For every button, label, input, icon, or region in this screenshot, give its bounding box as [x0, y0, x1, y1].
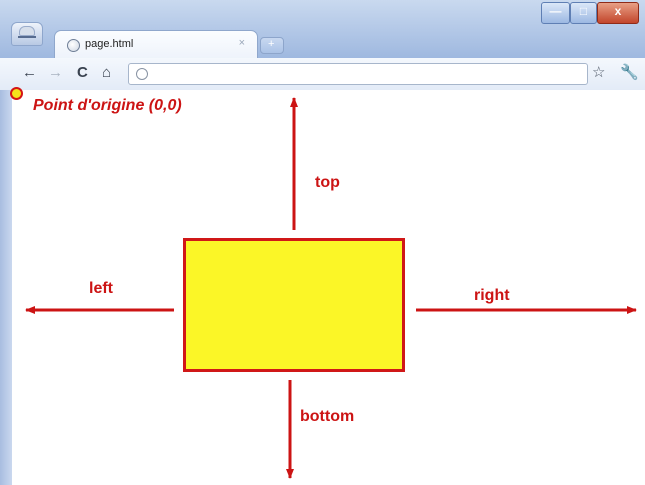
- positioned-box: [183, 238, 405, 372]
- wrench-menu-icon[interactable]: 🔧: [620, 64, 639, 81]
- bookmark-star-icon[interactable]: ☆: [592, 64, 606, 81]
- maximize-icon: □: [579, 4, 588, 18]
- incognito-avatar-icon: [11, 22, 43, 46]
- title-bar: page.html × + — □ x: [0, 0, 645, 59]
- minimize-button[interactable]: —: [541, 2, 570, 24]
- tab-title: page.html: [85, 38, 134, 50]
- toolbar: ← → C ⌂ ☆ 🔧: [0, 58, 645, 91]
- close-icon: x: [614, 4, 622, 18]
- address-input[interactable]: [155, 66, 559, 83]
- close-window-button[interactable]: x: [597, 2, 639, 24]
- origin-point-marker: [10, 87, 23, 100]
- globe-icon: [67, 39, 80, 52]
- address-bar[interactable]: [128, 63, 588, 85]
- tab-close-icon[interactable]: ×: [238, 37, 245, 49]
- hat-shape: [19, 26, 35, 36]
- home-icon[interactable]: ⌂: [102, 64, 112, 81]
- arrows-diagram: [25, 97, 637, 479]
- maximize-button[interactable]: □: [570, 2, 597, 24]
- origin-label: Point d'origine (0,0): [33, 97, 182, 114]
- bottom-label: bottom: [300, 408, 355, 425]
- forward-arrow-icon[interactable]: →: [48, 64, 63, 81]
- page-icon: [136, 68, 148, 80]
- page-content: Point d'origine (0,0) top left right bot…: [10, 87, 645, 485]
- glasses-shape: [18, 36, 36, 42]
- plus-icon: +: [268, 38, 275, 50]
- window-left-frame: [0, 90, 12, 485]
- top-label: top: [315, 174, 340, 191]
- tab-page-html[interactable]: page.html ×: [54, 30, 258, 59]
- minimize-icon: —: [549, 4, 562, 18]
- new-tab-button[interactable]: +: [260, 37, 284, 54]
- left-label: left: [89, 280, 113, 297]
- back-arrow-icon[interactable]: ←: [22, 64, 37, 81]
- window-controls: — □ x: [541, 2, 639, 25]
- right-label: right: [474, 287, 510, 304]
- reload-icon[interactable]: C: [77, 64, 88, 81]
